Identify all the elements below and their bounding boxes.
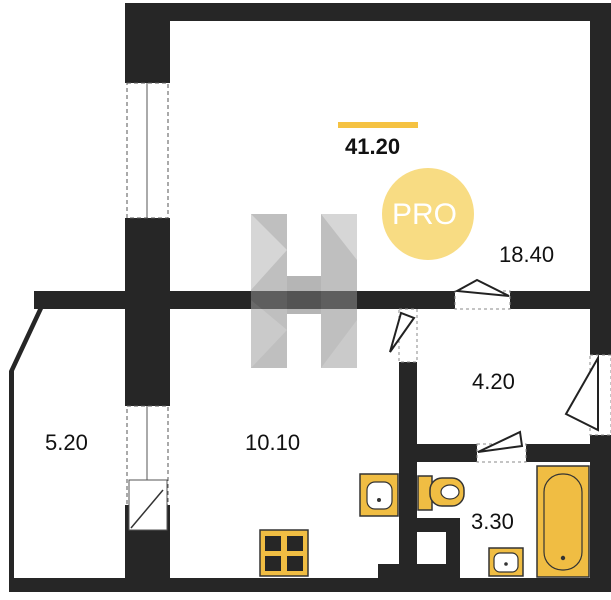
watermark-logo [251, 214, 357, 368]
wall-kitchen-hall [399, 362, 417, 578]
door-entrance [564, 354, 599, 432]
doors [389, 278, 611, 463]
total-underline [338, 122, 418, 128]
wall-bottom-right [170, 578, 611, 592]
wall-bath-step-2 [446, 518, 460, 568]
bathtub-icon [536, 465, 590, 578]
wall-bath-step-3 [378, 564, 460, 578]
sink-icon [359, 473, 399, 517]
door-kitchen [389, 311, 416, 353]
room-area-living: 18.40 [499, 242, 554, 267]
door-living [453, 278, 510, 297]
windows [126, 82, 169, 531]
room-area-kitchen: 10.10 [245, 430, 300, 455]
wall-hall-bath-right [526, 444, 611, 462]
total-area: 41.20 [345, 134, 400, 159]
wall-top [125, 3, 611, 21]
wall-bottom [9, 578, 170, 592]
wall-hall-bath-left [399, 444, 477, 462]
wall-right-lower [590, 435, 611, 592]
wall-left-upper [125, 3, 170, 83]
room-area-hallway: 4.20 [472, 369, 515, 394]
wall-right-upper [590, 3, 611, 355]
room-area-bathroom: 3.30 [471, 509, 514, 534]
pro-badge-text: PRO [392, 198, 457, 231]
room-area-balcony: 5.20 [45, 430, 88, 455]
door-bathroom [477, 430, 524, 453]
fixtures [259, 465, 590, 578]
bath-sink-icon [488, 547, 524, 577]
pro-badge: PRO [382, 168, 474, 260]
toilet-icon [417, 475, 465, 511]
wall-left-mid [125, 218, 170, 406]
stove-icon [259, 529, 309, 577]
wall-middle-right [510, 291, 611, 309]
